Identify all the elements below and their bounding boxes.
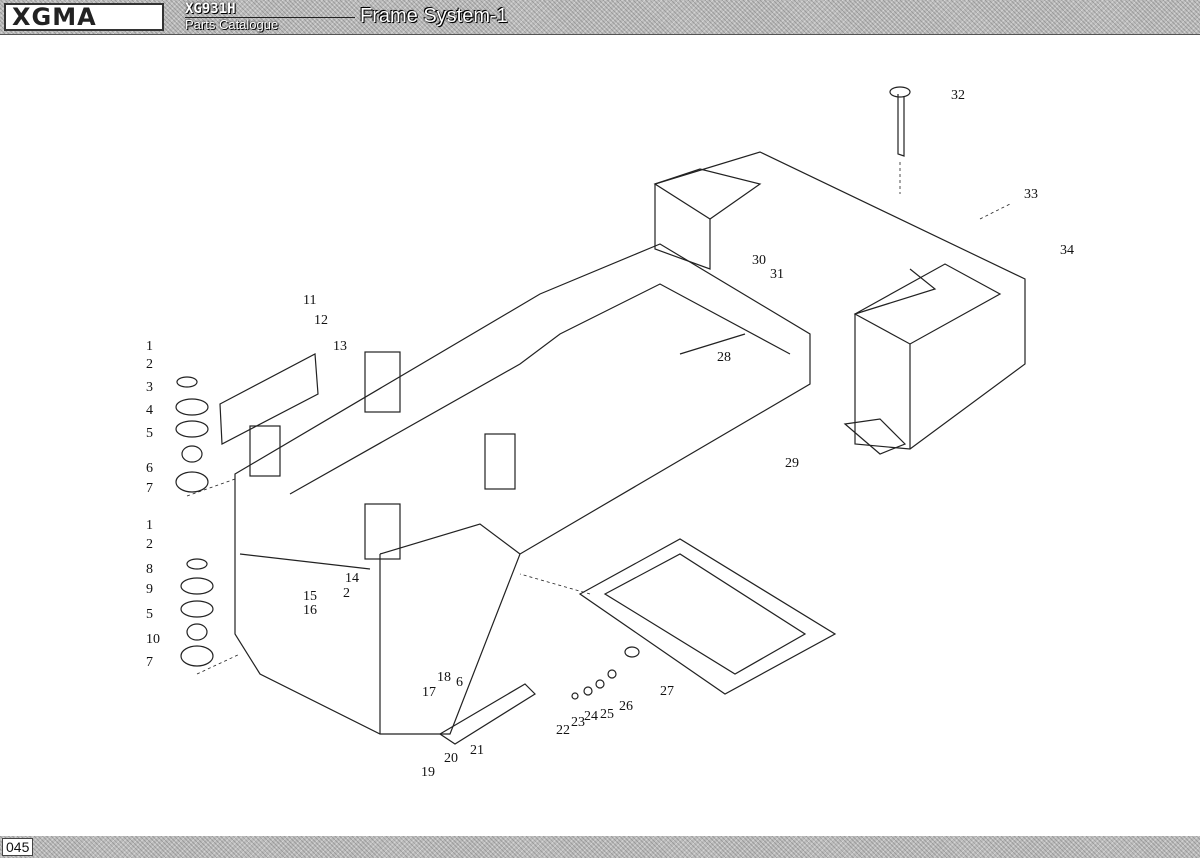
callout-label: 10 — [146, 632, 160, 647]
callout-label: 7 — [146, 655, 153, 670]
callout-label: 11 — [303, 293, 316, 308]
callout-label: 2 — [146, 357, 153, 372]
page-number: 045 — [2, 838, 34, 856]
callout-label: 12 — [314, 313, 328, 328]
footer-bar — [0, 836, 1200, 858]
callout-label: 17 — [422, 685, 436, 700]
callout-label: 21 — [470, 743, 484, 758]
header-divider — [185, 17, 355, 18]
callout-label: 14 — [345, 571, 359, 586]
callout-label: 29 — [785, 456, 799, 471]
header-bar — [0, 0, 1200, 35]
callout-label: 6 — [456, 675, 463, 690]
callout-label: 5 — [146, 607, 153, 622]
section-title: Frame System-1 — [360, 5, 508, 27]
callout-label: 31 — [770, 267, 784, 282]
callout-label: 32 — [951, 88, 965, 103]
callout-label: 24 — [584, 709, 598, 724]
callout-label: 7 — [146, 481, 153, 496]
callout-label: 33 — [1024, 187, 1038, 202]
counterweight-outline — [654, 151, 1026, 450]
callout-label: 9 — [146, 582, 153, 597]
callout-label: 3 — [146, 380, 153, 395]
callout-label: 25 — [600, 707, 614, 722]
callout-label: 34 — [1060, 243, 1074, 258]
callout-label: 15 — [303, 589, 317, 604]
callout-label: 1 — [146, 339, 153, 354]
rear-plate — [578, 538, 837, 695]
callout-label: 6 — [146, 461, 153, 476]
callout-label: 8 — [146, 562, 153, 577]
callout-label: 26 — [619, 699, 633, 714]
brand-name: XGMA — [12, 3, 97, 31]
model-number: XG931H — [185, 1, 236, 17]
brand-logo: XGMA — [4, 3, 164, 31]
catalogue-label: Parts Catalogue — [185, 17, 279, 32]
callout-label: 19 — [421, 765, 435, 780]
callout-label: 22 — [556, 723, 570, 738]
callout-label: 13 — [333, 339, 347, 354]
callout-label: 4 — [146, 403, 153, 418]
callout-label: 16 — [303, 603, 317, 618]
callout-label: 1 — [146, 518, 153, 533]
callout-label: 23 — [571, 715, 585, 730]
callout-label: 18 — [437, 670, 451, 685]
callout-label: 2 — [343, 586, 350, 601]
callout-label: 20 — [444, 751, 458, 766]
callout-label: 28 — [717, 350, 731, 365]
callout-label: 5 — [146, 426, 153, 441]
callout-label: 30 — [752, 253, 766, 268]
callout-label: 2 — [146, 537, 153, 552]
callout-label: 27 — [660, 684, 674, 699]
